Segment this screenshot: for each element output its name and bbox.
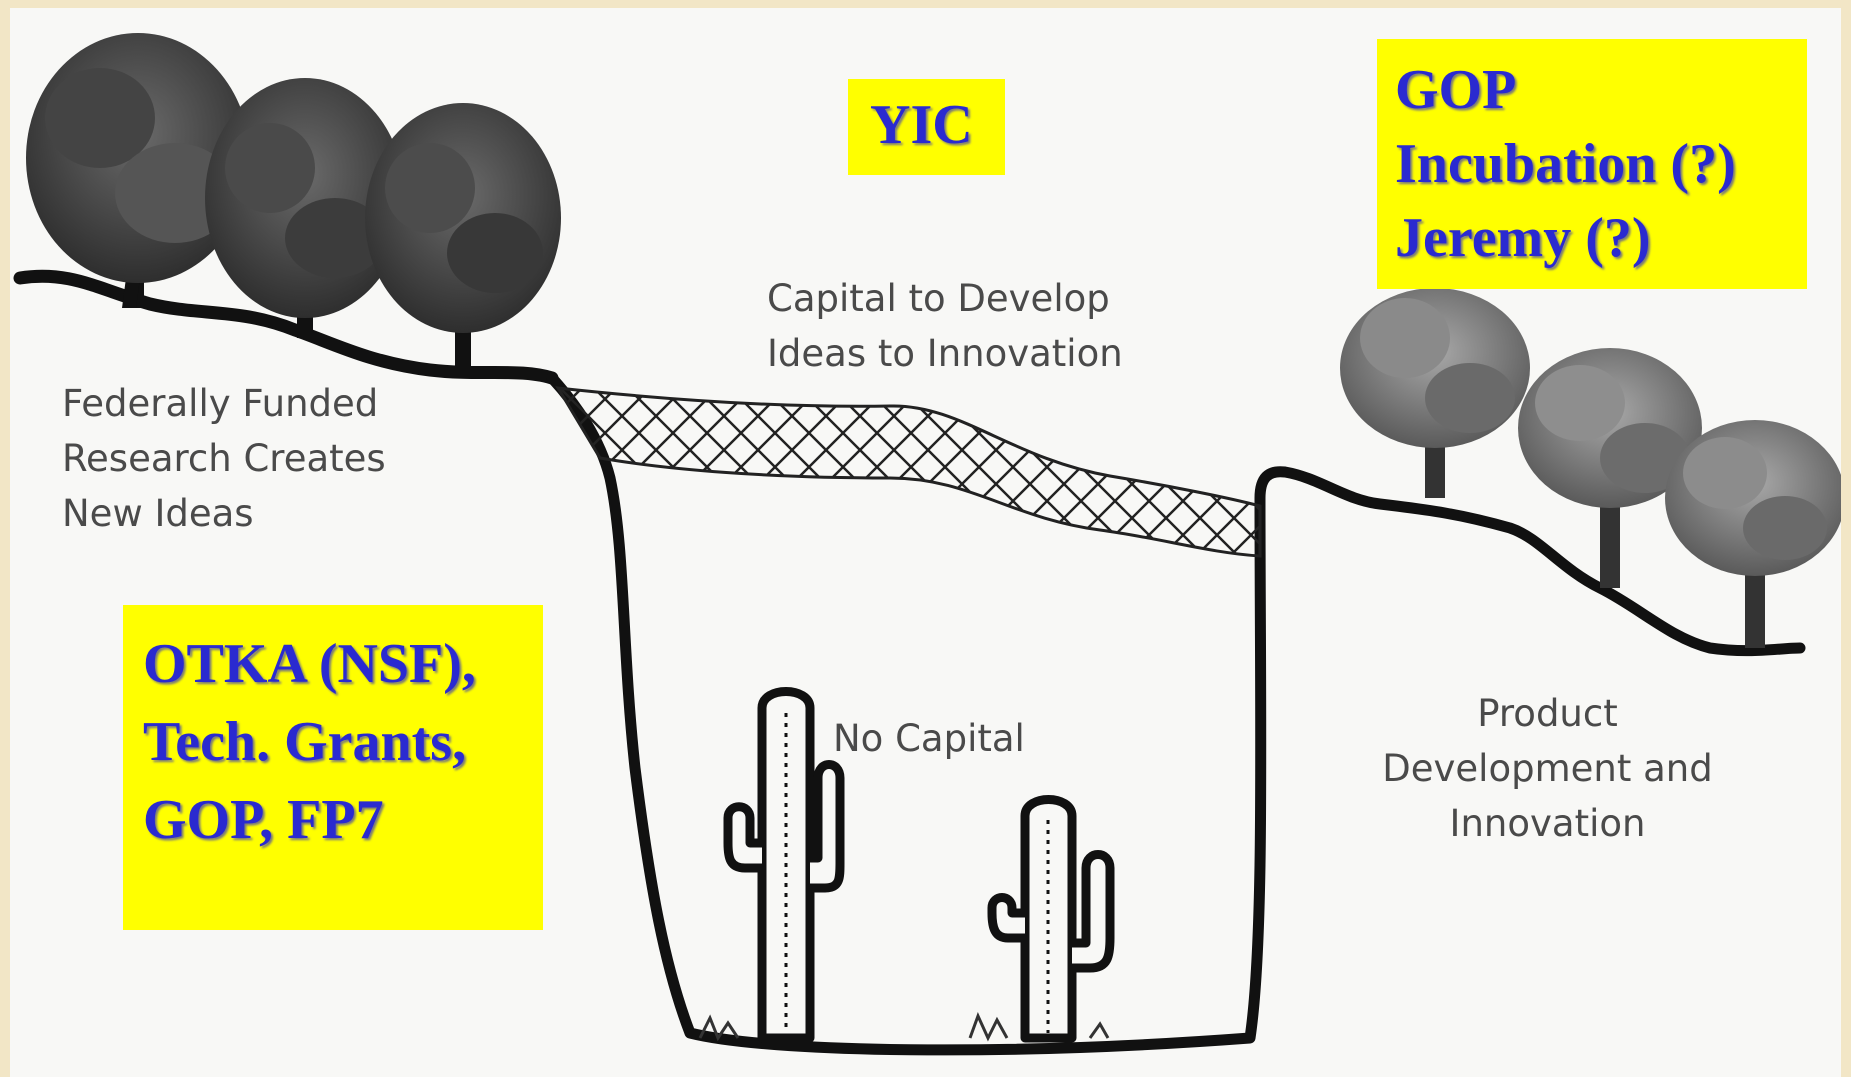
left-ground-line — [13, 269, 559, 385]
right-funding-line-1: GOP — [1395, 59, 1517, 121]
left-trees — [26, 33, 561, 373]
caption-capital-line-2: Ideas to Innovation — [767, 332, 1123, 375]
caption-capital: Capital to Develop Ideas to Innovation — [767, 271, 1123, 381]
caption-product: Product Development and Innovation — [1355, 686, 1740, 851]
caption-product-line-1: Product — [1477, 692, 1618, 735]
right-funding-box: GOP Incubation (?) Jeremy (?) — [1377, 39, 1807, 289]
caption-product-line-3: Innovation — [1449, 802, 1646, 845]
caption-no-capital: No Capital — [833, 711, 1025, 766]
left-funding-line-3: GOP, FP7 — [143, 789, 384, 851]
caption-product-line-2: Development and — [1382, 747, 1713, 790]
yic-box: YIC — [848, 79, 1005, 175]
cactus-left — [723, 687, 845, 1043]
caption-research: Federally Funded Research Creates New Id… — [62, 376, 386, 541]
caption-research-line-1: Federally Funded — [62, 382, 379, 425]
caption-no-capital-text: No Capital — [833, 717, 1025, 760]
yic-label: YIC — [870, 94, 973, 156]
cactus-right — [987, 795, 1115, 1043]
caption-research-line-3: New Ideas — [62, 492, 254, 535]
left-funding-line-2: Tech. Grants, — [143, 711, 467, 773]
valley-of-death-illustration — [13, 33, 1841, 1056]
left-funding-line-1: OTKA (NSF), — [143, 633, 476, 695]
caption-capital-line-1: Capital to Develop — [767, 277, 1110, 320]
capital-bridge — [555, 386, 1262, 558]
right-funding-line-3: Jeremy (?) — [1395, 207, 1651, 269]
diagram-canvas: Federally Funded Research Creates New Id… — [10, 8, 1841, 1077]
right-funding-line-2: Incubation (?) — [1395, 133, 1736, 195]
chasm-outline — [546, 372, 1806, 1056]
valley-grass — [698, 1012, 1110, 1042]
right-trees — [1340, 288, 1841, 648]
caption-research-line-2: Research Creates — [62, 437, 386, 480]
left-funding-box: OTKA (NSF), Tech. Grants, GOP, FP7 — [123, 605, 543, 930]
